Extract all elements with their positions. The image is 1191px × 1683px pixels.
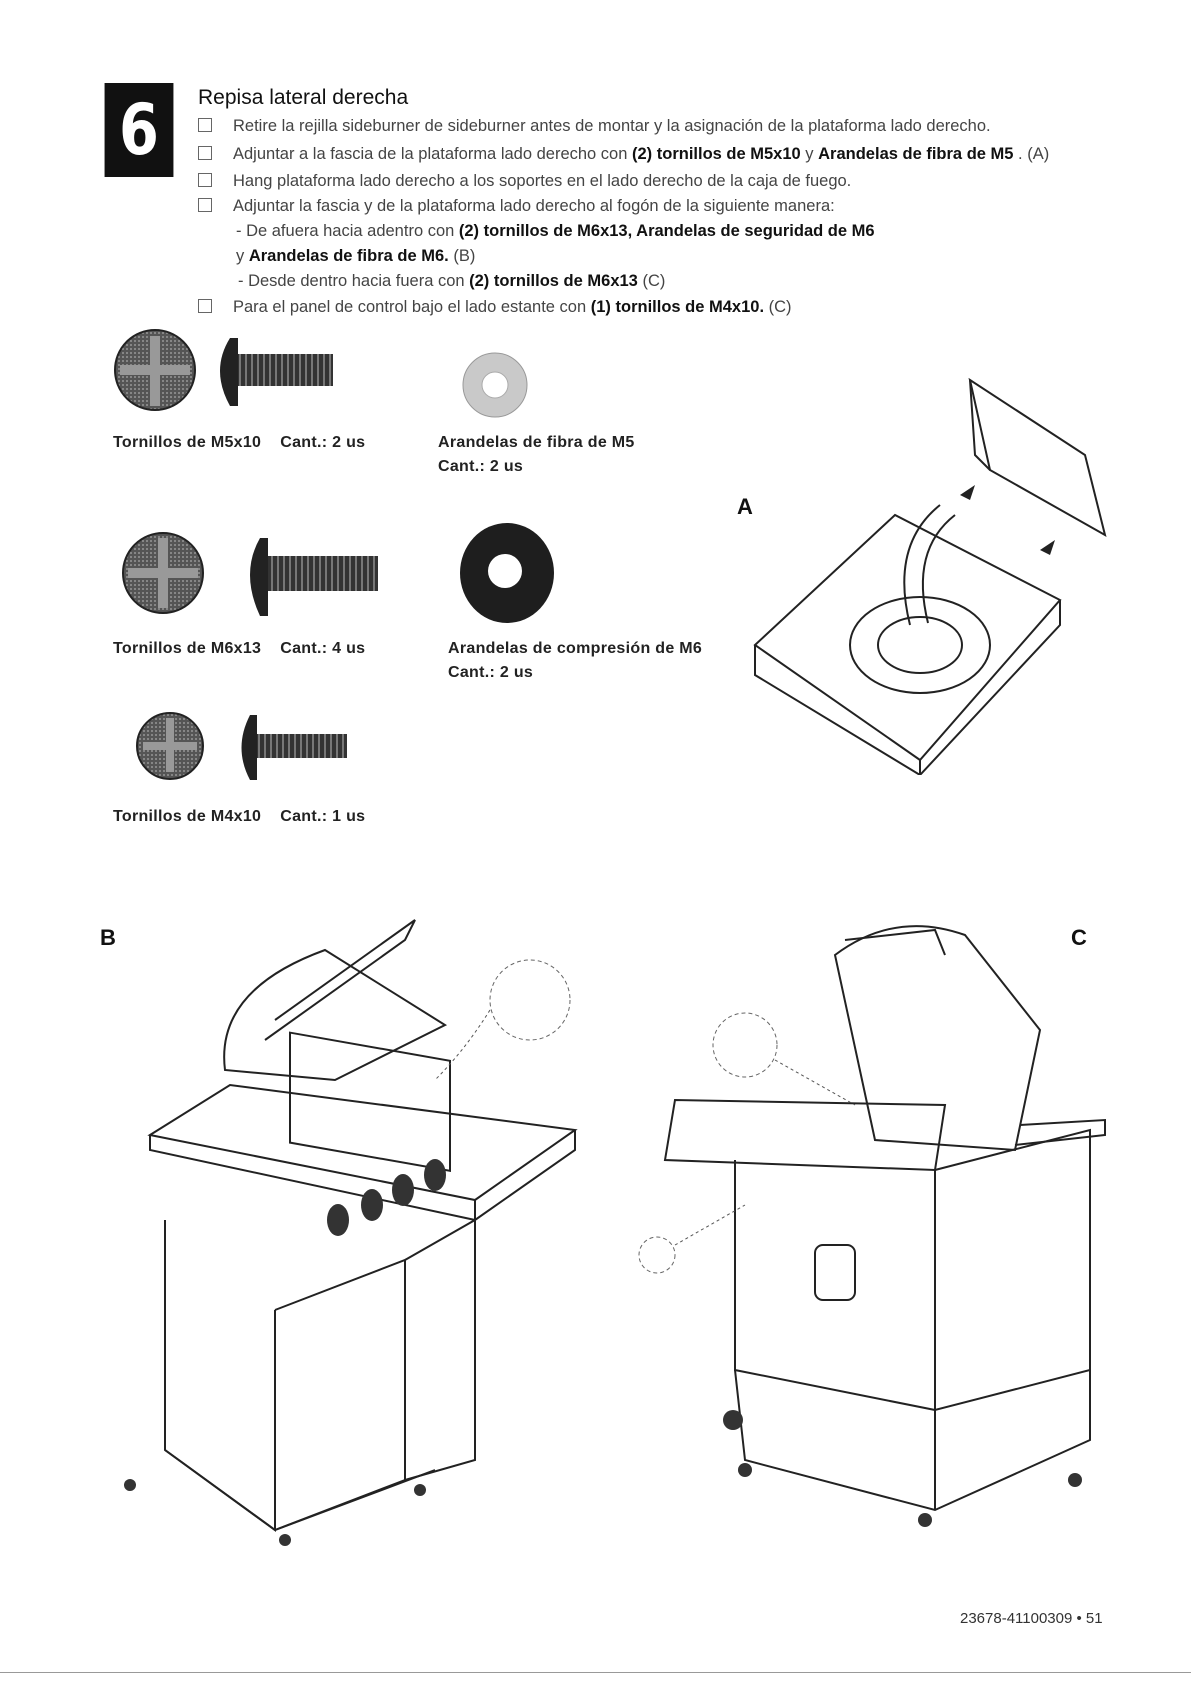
sub-instruction-1: - De afuera hacia adentro con (2) tornil… [236, 222, 875, 240]
part-label-m5x10: Tornillos de M5x10 Cant.: 2 us [113, 434, 366, 451]
sub-instruction-1-cont: y Arandelas de fibra de M6. (B) [236, 247, 476, 265]
section-title: Repisa lateral derecha [198, 86, 409, 109]
instruction-1: Retire la rejilla sideburner de sideburn… [198, 117, 991, 136]
part-label-m6x13: Tornillos de M6x13 Cant.: 4 us [113, 640, 366, 657]
instruction-4: Adjuntar la fascia y de la plataforma la… [198, 197, 835, 216]
part-qty-m5-washer: Cant.: 2 us [438, 458, 524, 475]
part-label-m5-washer: Arandelas de fibra de M5 [438, 434, 635, 451]
checkbox-icon [198, 198, 212, 212]
figure-label-a: A [737, 494, 753, 519]
checkbox-icon [198, 146, 212, 160]
part-qty-m6-washer: Cant.: 2 us [448, 664, 534, 681]
part-label-m6-washer: Arandelas de compresión de M6 [448, 640, 703, 657]
step-number: 6 [119, 89, 159, 171]
instruction-5: Para el panel de control bajo el lado es… [198, 298, 792, 317]
figure-a-side-shelf [753, 377, 1107, 775]
checkbox-icon [198, 173, 212, 187]
figure-c-grill-back [638, 925, 1106, 1527]
bottom-rule [0, 1672, 1191, 1673]
m5-fiber-washer-image [462, 352, 528, 418]
part-label-m4x10: Tornillos de M4x10 Cant.: 1 us [113, 808, 366, 825]
sub-instruction-2: - Desde dentro hacia fuera con (2) torni… [238, 272, 666, 290]
checkbox-icon [198, 299, 212, 313]
figure-b-grill-front [124, 919, 578, 1546]
page-footer: 23678-41100309 • 51 [960, 1610, 1103, 1627]
figure-label-b: B [100, 925, 116, 950]
m6-compression-washer-image [460, 523, 554, 623]
m6x13-screw-image [122, 532, 378, 616]
instruction-2: Adjuntar a la fascia de la plataforma la… [198, 145, 1049, 164]
figure-label-c: C [1071, 925, 1087, 950]
checkbox-icon [198, 118, 212, 132]
step-number-badge: 6 [104, 83, 174, 177]
instruction-3: Hang plataforma lado derecho a los sopor… [198, 172, 851, 191]
m4x10-screw-image [136, 712, 347, 780]
m5x10-screw-image [114, 329, 333, 411]
